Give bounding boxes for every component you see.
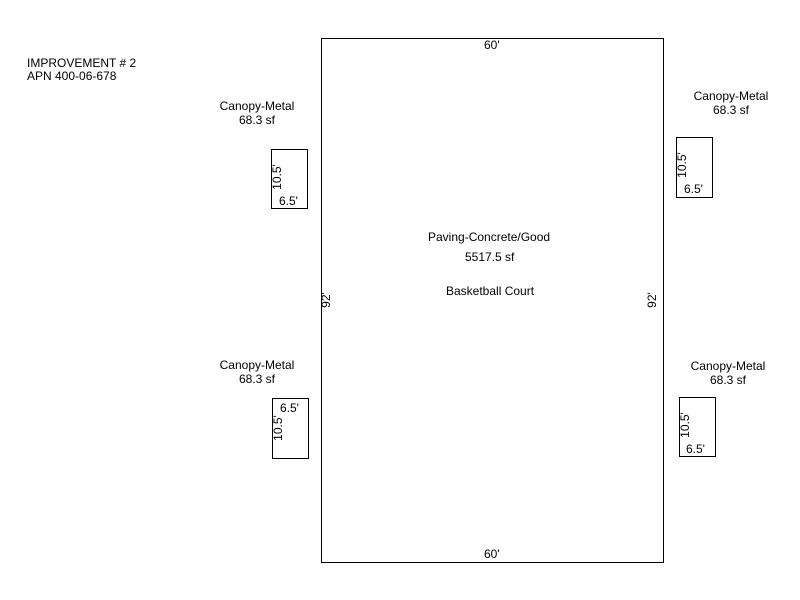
canopy-area: 68.3 sf: [709, 373, 747, 387]
court-right-dimension: 92': [644, 292, 659, 308]
canopy-area: 68.3 sf: [712, 103, 750, 117]
canopy-outline: [271, 149, 308, 209]
canopy-label: Canopy-Metal 68.3 sf: [673, 359, 783, 387]
canopy-width: 6.5': [280, 401, 299, 415]
canopy-length: 10.5': [674, 152, 689, 178]
canopy-length: 10.5': [677, 412, 692, 438]
canopy-name: Canopy-Metal: [693, 89, 769, 103]
canopy-outline: [679, 397, 716, 457]
court-top-dimension: 60': [484, 38, 500, 52]
court-bottom-dimension: 60': [484, 547, 500, 561]
canopy-name: Canopy-Metal: [219, 358, 295, 372]
court-material: Paving-Concrete/Good: [428, 230, 551, 244]
court-area: 5517.5 sf: [465, 250, 515, 264]
canopy-width: 6.5': [684, 182, 703, 196]
canopy-outline: [272, 398, 309, 459]
canopy-label: Canopy-Metal 68.3 sf: [202, 358, 312, 386]
apn-label: APN 400-06-678: [27, 69, 117, 83]
canopy-width: 6.5': [686, 442, 705, 456]
canopy-width: 6.5': [279, 194, 298, 208]
canopy-name: Canopy-Metal: [690, 359, 766, 373]
canopy-name: Canopy-Metal: [219, 99, 295, 113]
canopy-area: 68.3 sf: [238, 113, 276, 127]
canopy-label: Canopy-Metal 68.3 sf: [202, 99, 312, 127]
basketball-court-outline: [321, 38, 664, 563]
canopy-area: 68.3 sf: [238, 372, 276, 386]
canopy-label: Canopy-Metal 68.3 sf: [676, 89, 786, 117]
court-name: Basketball Court: [446, 284, 535, 298]
improvement-title: IMPROVEMENT # 2: [27, 56, 137, 70]
canopy-length: 10.5': [270, 415, 285, 441]
canopy-outline: [676, 137, 713, 198]
court-left-dimension: 92': [318, 292, 333, 308]
canopy-length: 10.5': [269, 164, 284, 190]
